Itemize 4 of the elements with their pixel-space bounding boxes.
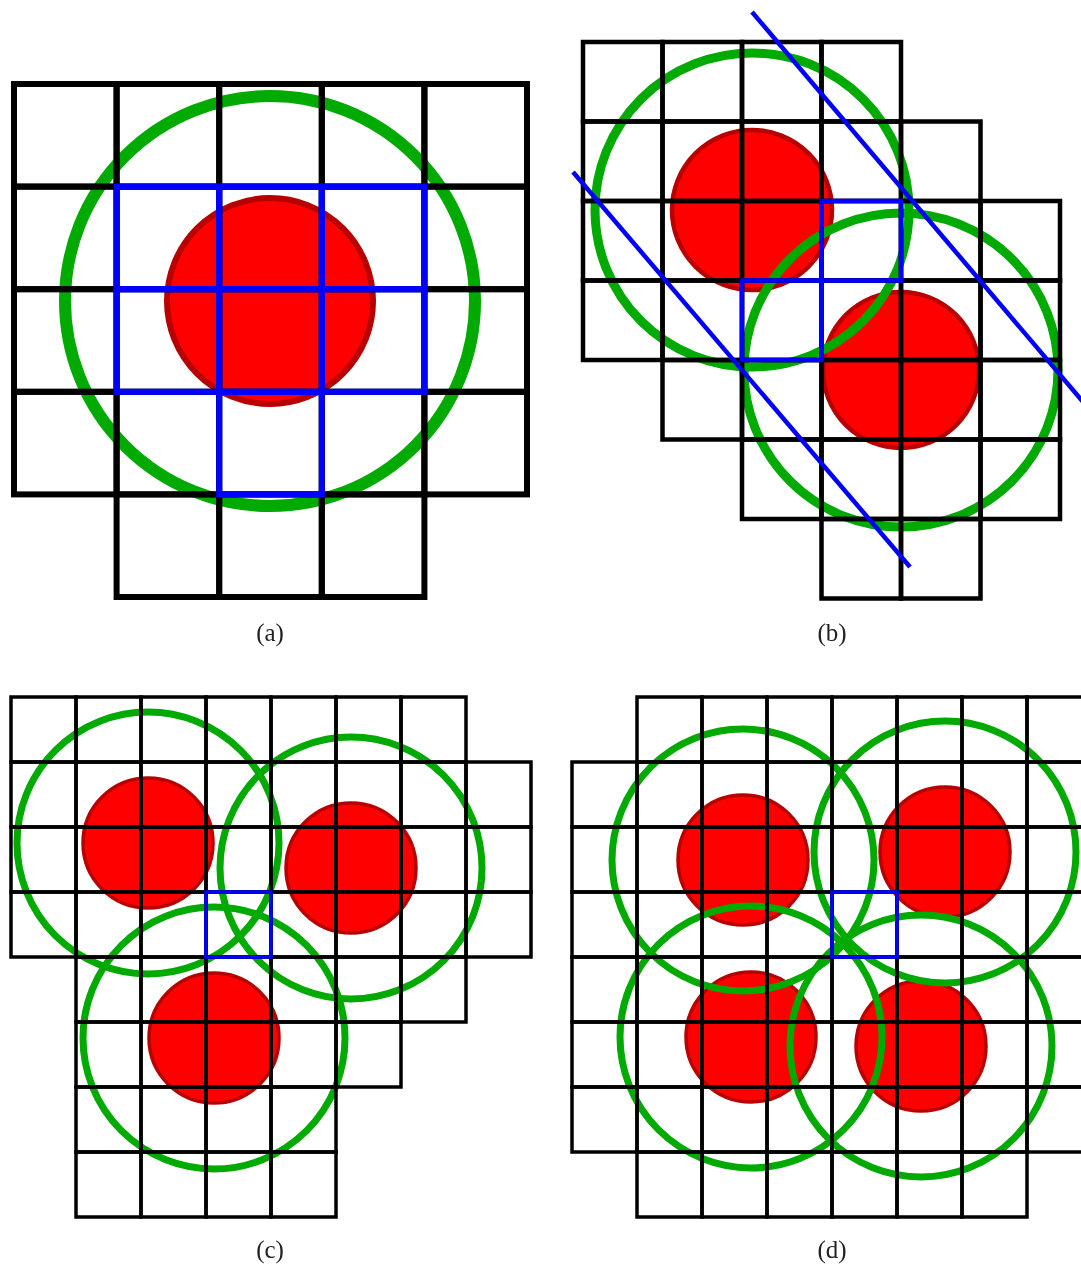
panel-label: (d) — [817, 1236, 847, 1264]
panel-label: (b) — [817, 619, 847, 647]
panel-label: (a) — [256, 619, 284, 647]
panel-label: (c) — [256, 1236, 284, 1264]
